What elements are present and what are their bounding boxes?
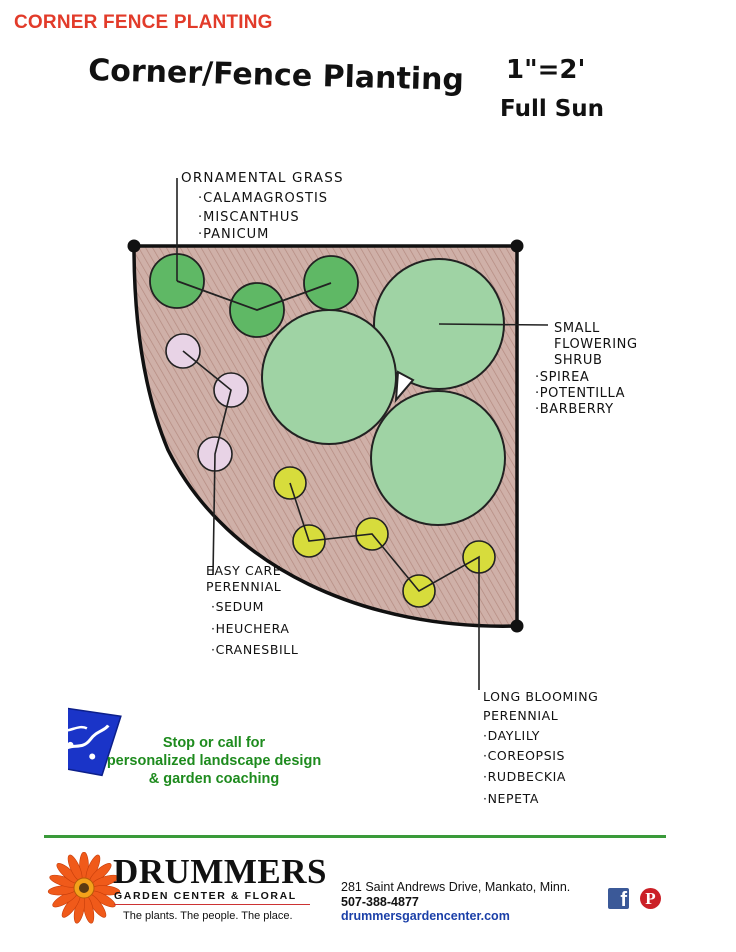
shrub-center-mark [394,370,415,403]
grass-item: ·CALAMAGROSTIS [198,191,328,206]
promo-line: personalized landscape design [106,753,322,769]
long-blooming-item: ·RUDBECKIA [483,769,566,784]
shrub-heading: SMALL [554,321,600,336]
long-blooming-item: ·DAYLILY [483,728,540,743]
shrub-plant [261,309,397,445]
grass-item: ·PANICUM [198,227,269,242]
easy-care-item: ·SEDUM [211,599,264,614]
page-title: CORNER FENCE PLANTING [14,12,273,33]
long-blooming-heading: LONG BLOOMING [483,689,598,704]
fence-post-icon [510,239,524,253]
footer-divider [44,835,666,838]
brand-name: DRUMMERS [113,852,327,891]
website-link[interactable]: drummersgardencenter.com [341,909,510,923]
grass-connector [176,280,332,311]
promo-message: Stop or call for personalized landscape … [96,734,332,788]
facebook-icon[interactable]: f [608,888,629,909]
contact-info: 281 Saint Andrews Drive, Mankato, Minn. … [341,880,570,924]
long-blooming-connector [289,482,480,690]
flower-logo-icon [47,852,121,924]
promo-line: Stop or call for [162,735,266,751]
long-blooming-heading: PERENNIAL [483,708,558,723]
address: 281 Saint Andrews Drive, Mankato, Minn. [341,880,571,894]
fence-post-icon [127,239,141,253]
easy-care-connector [182,350,232,576]
drawing-scale: 1"=2' [506,55,585,85]
grass-group [149,253,359,338]
drawing-title: Corner/Fence Planting [88,53,465,98]
long-blooming-item: ·COREOPSIS [483,748,565,763]
planting-plan-diagram: Corner/Fence Planting 1"=2' Full Sun [41,53,638,806]
brand-underline [114,904,310,905]
brand-tagline: The plants. The people. The place. [123,910,293,922]
easy-care-heading: PERENNIAL [206,579,281,594]
shrub-heading: FLOWERING [554,337,638,352]
brand-subtitle: GARDEN CENTER & FLORAL [114,890,297,902]
easy-care-item: ·CRANESBILL [211,642,298,657]
drawing-sun: Full Sun [500,96,604,122]
bed-edge-curve [132,245,518,628]
easy-care-item: ·HEUCHERA [211,621,290,636]
shrub-heading: SHRUB [554,353,603,368]
grass-item: ·MISCANTHUS [198,210,300,225]
plan-sheet: Corner/Fence Planting 1"=2' Full Sun [41,30,668,825]
promo-line: & garden coaching [148,771,280,787]
grass-heading: ORNAMENTAL GRASS [181,170,344,186]
shrub-plant [370,390,506,526]
long-blooming-item: ·NEPETA [483,791,539,806]
phone-number[interactable]: 507-388-4877 [341,894,419,909]
pinterest-icon[interactable]: P [640,888,661,909]
shrub-item: ·POTENTILLA [535,386,625,401]
easy-care-heading: EASY CARE [206,563,281,578]
fence-post-icon [510,619,524,633]
shrub-leader-line [438,323,549,326]
shrub-item: ·BARBERRY [535,402,614,417]
shrub-item: ·SPIREA [535,370,589,385]
